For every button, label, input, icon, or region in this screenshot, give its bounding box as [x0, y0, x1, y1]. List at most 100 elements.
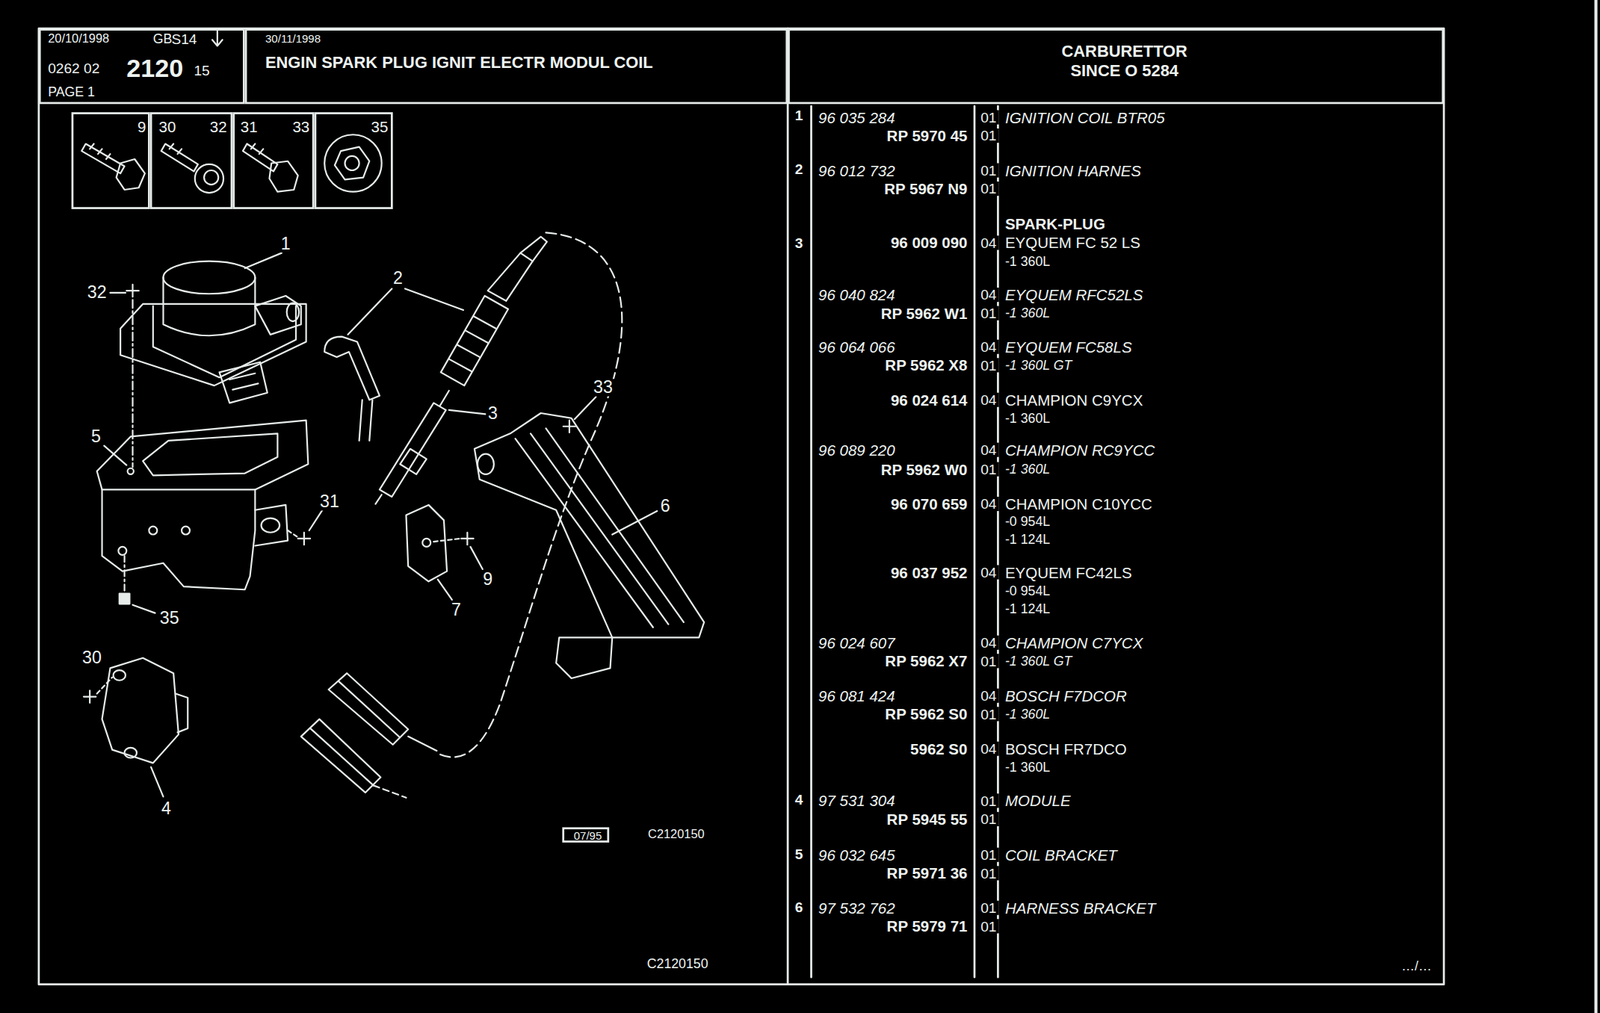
table-cell: 5962 S0 — [907, 741, 970, 757]
table-cell: -1 360L — [1002, 760, 1053, 775]
harness-bracket — [574, 396, 597, 420]
small-bracket — [433, 538, 461, 542]
callout-number: 33 — [591, 378, 615, 397]
ignition-harness — [373, 785, 407, 798]
table-cell: 2 — [792, 162, 805, 177]
table-cell: 01 — [978, 848, 999, 863]
screw-icons — [204, 170, 219, 185]
table-cell: 01 — [978, 812, 999, 827]
coil-bracket — [261, 518, 281, 533]
callout-number: 5 — [88, 428, 103, 446]
table-cell: IGNITION HARNES — [1002, 162, 1144, 178]
table-cell: 04 — [978, 287, 999, 302]
table-cell: -1 360L GT — [1002, 358, 1074, 373]
table-cell: EYQUEM RFC52LS — [1002, 286, 1145, 302]
ignition-coil — [245, 253, 282, 269]
ignition-coil — [286, 303, 299, 323]
coil-bracket — [298, 532, 311, 545]
table-cell: 04 — [978, 564, 999, 580]
table-cell: RP 5962 S0 — [883, 706, 971, 722]
table-cell: 96 035 284 — [816, 109, 897, 125]
table-cell: EYQUEM FC 52 LS — [1002, 235, 1142, 251]
callout-number: 1 — [278, 235, 293, 253]
coil-bracket — [181, 526, 190, 536]
ignition-harness — [301, 232, 623, 798]
table-cell: 4 — [792, 792, 805, 808]
table-cell: MODULE — [1002, 793, 1073, 809]
table-cell: 01 — [978, 109, 999, 125]
coil-bracket — [123, 556, 125, 592]
frame-lines — [38, 28, 1444, 985]
table-cell: 96 064 066 — [816, 339, 897, 355]
ignition-coil — [162, 261, 255, 295]
table-cell: 96 081 424 — [816, 688, 897, 704]
table-cell: -1 360L — [1002, 306, 1053, 320]
table-cell: RP 5970 45 — [884, 127, 970, 143]
ignition-coil — [254, 295, 301, 335]
table-cell: 1 — [792, 108, 805, 123]
ignition-module — [175, 693, 188, 733]
ignition-module — [150, 767, 163, 798]
ignition-harness — [440, 295, 509, 386]
table-cell: 04 — [978, 689, 999, 704]
table-cell: 96 012 732 — [816, 162, 897, 178]
table-cell: 97 531 304 — [816, 793, 897, 809]
table-cell: 3 — [792, 235, 805, 250]
small-bracket — [437, 579, 453, 601]
table-cell: BOSCH F7DCOR — [1002, 688, 1129, 704]
harness-bracket — [474, 396, 704, 679]
screw-icons — [161, 144, 199, 172]
table-cell: BOSCH FR7DCO — [1002, 741, 1129, 757]
table-cell: COIL BRACKET — [1002, 847, 1119, 863]
box-text: SINCE O 5284 — [1070, 63, 1179, 80]
spark-plug — [375, 390, 449, 505]
table-cell: 96 009 090 — [888, 235, 970, 251]
table-cell: EYQUEM FC58LS — [1002, 339, 1134, 355]
table-cell: RP 5962 W0 — [878, 461, 970, 477]
harness-bracket — [477, 454, 494, 475]
table-cell: -1 124L — [1002, 532, 1053, 547]
box-text: PAGE 1 — [47, 85, 95, 99]
ignition-module — [83, 690, 96, 703]
frame-lines — [786, 28, 790, 985]
table-cell: 96 089 220 — [816, 442, 897, 458]
table-cell: RP 5967 N9 — [881, 180, 970, 196]
table-cell: EYQUEM FC42LS — [1002, 564, 1134, 580]
table-cell: 04 — [978, 496, 999, 512]
ignition-coil — [219, 362, 268, 404]
page-arrow — [212, 30, 223, 46]
coil-bracket — [97, 420, 323, 614]
box-text: 32 — [209, 118, 228, 134]
callout-number: 2 — [390, 269, 405, 287]
small-bracket — [470, 547, 483, 570]
box-text: 07/95 — [573, 831, 603, 843]
table-cell: RP 5962 X7 — [883, 653, 971, 669]
harness-bracket — [556, 637, 613, 679]
ignition-harness — [324, 337, 380, 401]
table-cell: 96 032 645 — [816, 847, 897, 863]
table-cell: 97 532 762 — [816, 900, 897, 916]
table-cell: 04 — [978, 235, 999, 250]
harness-bracket — [515, 428, 684, 627]
table-cell: -1 360L — [1002, 462, 1053, 477]
table-cell: -1 360L — [1002, 707, 1053, 722]
table-cell: 01 — [978, 866, 999, 881]
box-text: GB — [153, 32, 173, 46]
spark-plug — [379, 402, 447, 497]
ignition-harness — [328, 673, 409, 746]
coil-bracket — [118, 547, 127, 556]
ignition-coil — [109, 284, 139, 297]
table-cell: -0 954L — [1002, 584, 1053, 598]
screw-icons — [269, 161, 298, 193]
callout-number: 4 — [159, 800, 173, 818]
table-cell: -1 360L GT — [1002, 654, 1074, 669]
icon-cell: 35 — [314, 112, 394, 210]
table-cell: RP 5962 X8 — [883, 357, 971, 373]
table-cell: 01 — [978, 706, 999, 722]
table-cell: 04 — [978, 635, 999, 651]
coil-bracket — [309, 510, 323, 531]
page-arrow — [212, 30, 223, 46]
box-text: 15 — [193, 63, 210, 78]
drawing-ref: C2120150 — [644, 957, 710, 971]
table-cell: RP 5979 71 — [884, 919, 970, 935]
